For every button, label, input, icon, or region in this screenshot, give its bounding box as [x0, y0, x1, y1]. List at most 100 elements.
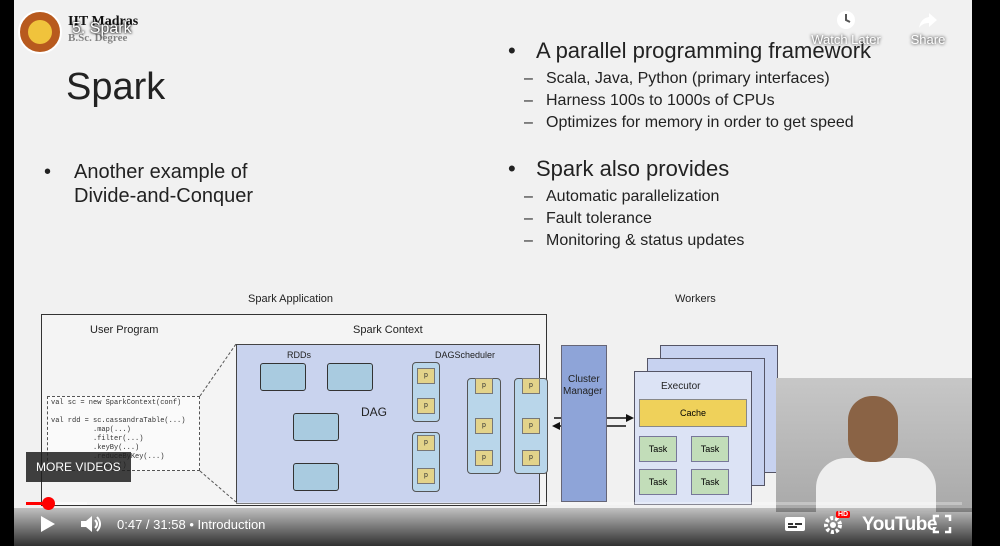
- right-bullet-2: • Spark also provides: [508, 156, 871, 182]
- partition-node: p: [475, 418, 493, 434]
- hd-badge: HD: [836, 511, 851, 518]
- bullet: •: [44, 161, 52, 183]
- bullet: •: [508, 156, 516, 181]
- scrubber-handle[interactable]: [42, 497, 55, 510]
- dash: –: [524, 114, 533, 131]
- executor-label: Executor: [661, 381, 701, 392]
- cluster-manager-box: Cluster Manager: [561, 345, 607, 502]
- share-button[interactable]: Share: [893, 10, 963, 47]
- bullet-text-line1: Another example of: [74, 161, 248, 183]
- right-bullet-1: • A parallel programming framework: [508, 38, 871, 64]
- mute-button[interactable]: [80, 514, 104, 537]
- presenter-shirt: [816, 458, 936, 512]
- partition-node: p: [522, 450, 540, 466]
- dash: –: [524, 92, 533, 109]
- sub-bullet-text: Harness 100s to 1000s of CPUs: [546, 92, 775, 109]
- fullscreen-icon: [932, 514, 952, 534]
- gear-icon: [824, 516, 842, 534]
- rdd-node: [260, 363, 306, 391]
- partition-node: p: [522, 418, 540, 434]
- presenter-head: [848, 396, 898, 462]
- time-separator: /: [142, 517, 154, 532]
- video-frame: Spark • Another example of Divide-and-Co…: [14, 0, 972, 546]
- dag-label: DAG: [361, 405, 388, 419]
- slide-right-column: • A parallel programming framework –Scal…: [508, 38, 871, 252]
- channel-name-line2: B.Sc. Degree: [68, 32, 128, 44]
- current-time: 0:47: [117, 517, 143, 532]
- executor-box: Executor Cache Task Task Task Task: [634, 371, 752, 505]
- bullet: •: [508, 38, 516, 63]
- dash: –: [524, 210, 533, 227]
- youtube-logo-button[interactable]: YouTube: [862, 514, 937, 535]
- play-icon: [41, 516, 55, 532]
- rdds-label: RDDs: [287, 350, 311, 360]
- spark-application-label: Spark Application: [248, 293, 333, 305]
- duration: 31:58: [153, 517, 186, 532]
- sub-bullet-text: Fault tolerance: [546, 210, 652, 227]
- task-box: Task: [639, 436, 677, 462]
- rdd-node: [293, 413, 339, 441]
- code-line: .map(...): [51, 426, 131, 434]
- watch-later-button[interactable]: Watch Later: [811, 10, 881, 47]
- slide-title: Spark: [66, 66, 166, 108]
- channel-name: IIT Madras B.Sc. Degree: [68, 14, 138, 46]
- progress-bar[interactable]: [26, 502, 962, 505]
- code-line: .filter(...): [51, 435, 144, 443]
- sub-bullet-text: Monitoring & status updates: [546, 232, 745, 249]
- partition-node: p: [417, 468, 435, 484]
- rdd-node: [327, 363, 373, 391]
- channel-logo[interactable]: [18, 10, 62, 54]
- fullscreen-button[interactable]: [932, 514, 952, 537]
- partition-node: p: [417, 435, 435, 451]
- sub-bullet: –Monitoring & status updates: [508, 230, 871, 252]
- sub-bullet: –Fault tolerance: [508, 208, 871, 230]
- dash: –: [524, 70, 533, 87]
- dash: –: [524, 188, 533, 205]
- sub-bullet: –Automatic parallelization: [508, 186, 871, 208]
- dash: –: [524, 232, 533, 249]
- spark-context-label: Spark Context: [353, 324, 423, 336]
- user-program-label: User Program: [90, 324, 159, 336]
- subtitles-icon: [785, 517, 805, 531]
- code-line: val sc = new SparkContext(conf): [51, 399, 182, 407]
- partition-node: p: [475, 450, 493, 466]
- progress-buffered: [47, 502, 87, 505]
- bullet-text-line2: Divide-and-Conquer: [74, 185, 253, 207]
- video-title[interactable]: 5. Spark: [72, 20, 132, 37]
- chapter-title[interactable]: Introduction: [197, 517, 266, 532]
- play-button[interactable]: [39, 514, 57, 537]
- partition-node: p: [417, 368, 435, 384]
- bullet-text: A parallel programming framework: [536, 38, 872, 63]
- partition-node: p: [417, 398, 435, 414]
- subtitles-button[interactable]: [784, 515, 806, 536]
- sub-bullet-text: Automatic parallelization: [546, 188, 720, 205]
- chapter-separator: •: [185, 517, 198, 532]
- code-line: .keyBy(...): [51, 444, 140, 452]
- code-line: val rdd = sc.cassandraTable(...): [51, 417, 186, 425]
- time-display: 0:47 / 31:58 • Introduction: [117, 517, 265, 532]
- bullet-text: Spark also provides: [536, 156, 730, 181]
- volume-icon: [81, 516, 101, 532]
- partition-node: p: [522, 378, 540, 394]
- settings-button[interactable]: HD: [823, 511, 851, 538]
- clock-icon: [837, 11, 855, 29]
- share-icon: [919, 13, 937, 28]
- sub-bullet: –Optimizes for memory in order to get sp…: [508, 112, 871, 134]
- sub-bullet-text: Scala, Java, Python (primary interfaces): [546, 70, 830, 87]
- workers-label: Workers: [675, 293, 716, 305]
- cache-box: Cache: [639, 399, 747, 427]
- code-line: [51, 408, 196, 417]
- cluster-manager-label-2: Manager: [563, 386, 603, 397]
- watch-later-label: Watch Later: [811, 32, 881, 47]
- task-box: Task: [691, 436, 729, 462]
- progress-played: [26, 502, 47, 505]
- partition-node: p: [475, 378, 493, 394]
- task-box: Task: [691, 469, 729, 495]
- slide-left-bullet: • Another example of Divide-and-Conquer: [44, 160, 253, 208]
- presenter-webcam: [776, 378, 972, 512]
- cluster-manager-label-1: Cluster: [568, 374, 600, 385]
- channel-name-line1: IIT Madras: [68, 14, 139, 29]
- share-label: Share: [910, 32, 946, 47]
- more-videos-button[interactable]: MORE VIDEOS: [26, 452, 131, 482]
